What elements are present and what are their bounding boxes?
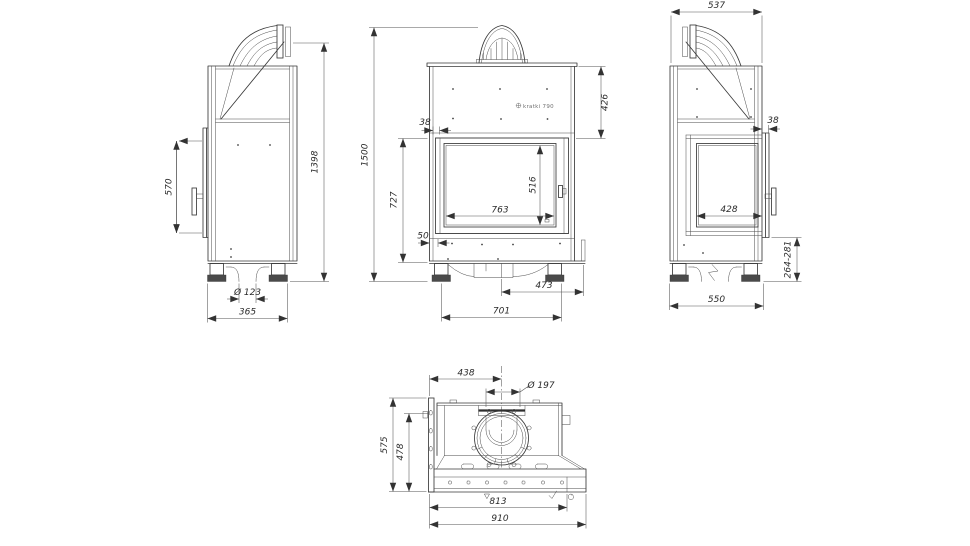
view-left-side: 570 1398 Ø 123 365 — [165, 24, 329, 323]
dim-label-264-281: 264-281 — [784, 241, 794, 279]
dim-body-width: 701 — [441, 283, 562, 322]
section-mark — [568, 493, 574, 500]
foot-left — [207, 274, 227, 282]
dim-label-473: 473 — [535, 281, 552, 291]
foot-left — [669, 274, 689, 282]
dim-label-438: 438 — [457, 369, 474, 379]
dim-total-width: 910 — [429, 494, 587, 529]
dim-top-frame-offset: 38 — [419, 118, 451, 135]
view-right-side: 537 38 428 264-281 550 — [669, 1, 802, 310]
dim-total-height: 1500 — [361, 27, 478, 282]
dim-bottom-frame-offset: 50 — [417, 232, 450, 247]
foot-right — [268, 274, 288, 282]
flue-collar — [474, 410, 529, 466]
dim-label-537: 537 — [708, 1, 725, 11]
dim-firebox-section-height: 727 — [390, 138, 428, 263]
dim-door-glass-height: 570 — [165, 141, 202, 233]
dim-total-depth: 537 — [670, 1, 763, 63]
logo-text: kratki 790 — [523, 104, 554, 110]
dim-label-727: 727 — [390, 191, 400, 208]
dim-side-glass-width: 428 — [696, 205, 763, 220]
flue-plate — [689, 24, 697, 59]
dim-body-height: 1398 — [290, 42, 329, 282]
dim-label-50: 50 — [417, 232, 429, 242]
dim-body-depth: 478 — [396, 413, 428, 492]
dim-label-910: 910 — [491, 514, 508, 524]
dim-label-1398: 1398 — [311, 150, 321, 173]
side-glass — [696, 143, 759, 228]
view-top: 438 Ø 197 575 478 813 910 — [380, 366, 587, 529]
dim-flue-diameter: Ø 197 — [485, 380, 555, 407]
foot-left — [431, 274, 451, 282]
front-door-handle — [558, 185, 563, 198]
dim-label-365: 365 — [239, 308, 256, 318]
foot-right — [545, 274, 565, 282]
dim-label-426: 426 — [601, 94, 611, 111]
dim-label-1500: 1500 — [361, 143, 371, 166]
dim-label-813: 813 — [489, 497, 506, 507]
dim-base-height-adjustable: 264-281 — [763, 237, 802, 282]
flue-dome — [476, 25, 528, 64]
dim-label-123: Ø 123 — [233, 287, 261, 298]
flue-plate — [276, 24, 284, 59]
dim-label-38-front: 38 — [419, 118, 431, 128]
dim-base-center-to-side: 473 — [501, 265, 584, 296]
dim-label-701: 701 — [493, 307, 510, 317]
door-latch — [544, 219, 550, 223]
dim-front-frame-offset: 38 — [750, 116, 780, 133]
dim-label-570: 570 — [165, 178, 175, 195]
dim-label-38-right: 38 — [767, 116, 779, 126]
front-glass — [443, 143, 557, 228]
dim-label-516: 516 — [529, 176, 539, 193]
door-handle — [191, 187, 197, 216]
view-front: kratki 790 38 — [361, 25, 611, 322]
foot-right — [741, 274, 761, 282]
dim-base-depth: 550 — [669, 283, 764, 310]
finish-mark — [484, 493, 490, 500]
front-door-frame — [435, 137, 569, 234]
dim-label-197: Ø 197 — [526, 380, 554, 391]
dim-flue-axis-offset: 438 — [429, 369, 502, 396]
dim-label-478: 478 — [396, 443, 406, 460]
dim-feet-spacing: 365 — [207, 283, 288, 323]
dim-label-550: 550 — [708, 295, 725, 305]
dim-upper-section-height: 426 — [576, 66, 611, 139]
dim-air-inlet-diameter: Ø 123 — [227, 283, 268, 303]
brand-logo: kratki 790 — [515, 102, 554, 110]
dim-glass-width: 763 — [445, 206, 555, 220]
dim-glass-height: 516 — [529, 145, 544, 226]
door-handle — [771, 187, 777, 216]
dim-label-575: 575 — [380, 436, 390, 453]
dim-label-763: 763 — [491, 206, 508, 216]
height-adjust-symbol — [708, 264, 719, 281]
dim-label-428: 428 — [720, 205, 737, 215]
